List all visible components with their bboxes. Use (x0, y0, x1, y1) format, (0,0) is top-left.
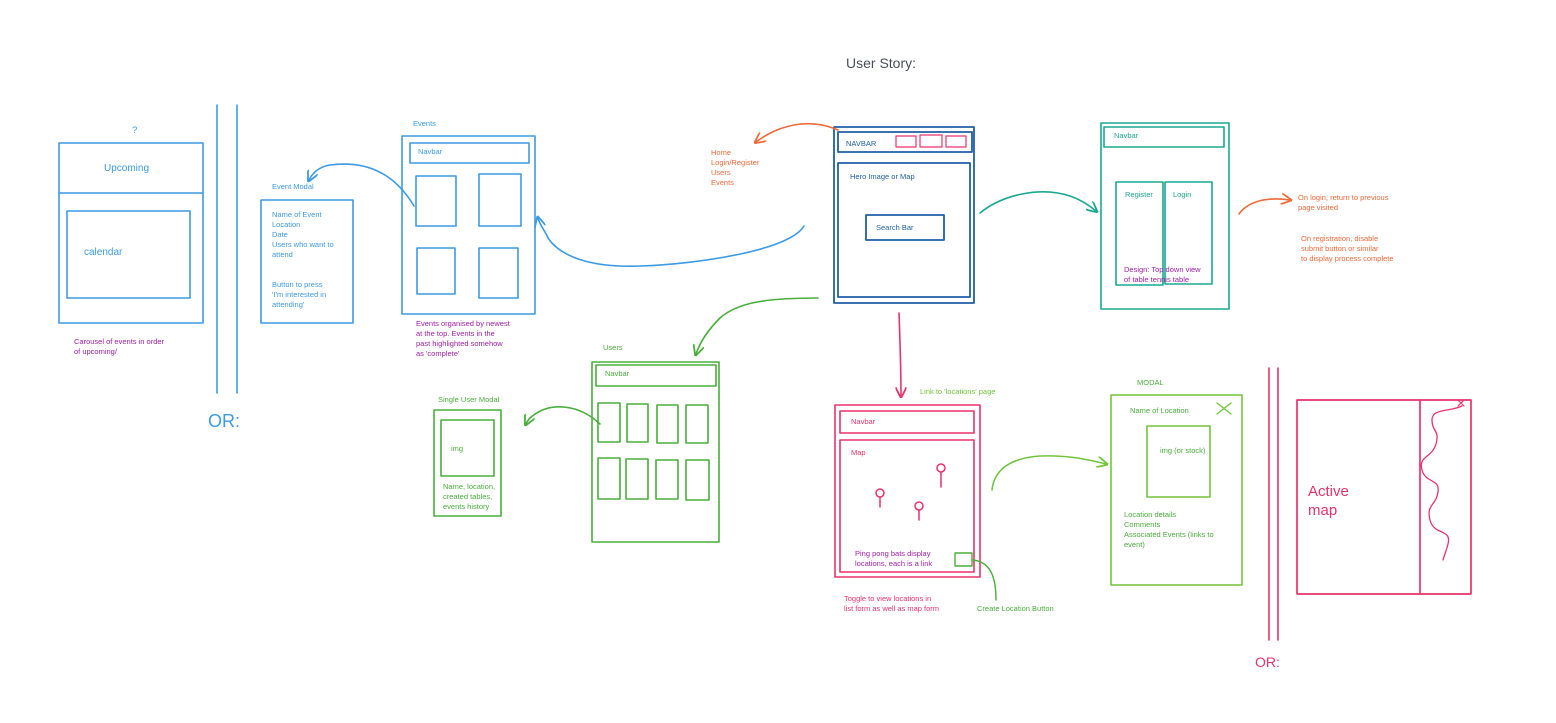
home-hero-label: Hero Image or Map (850, 172, 915, 181)
users-page-wireframe (591, 361, 720, 543)
location-modal-img: img (or stock) (1160, 446, 1206, 455)
location-modal-box (1110, 394, 1243, 586)
home-navbar-label: NAVBAR (846, 139, 877, 148)
auth-register-label: Register (1125, 190, 1153, 199)
event-modal-interest-button: Button to press 'I'm interested in atten… (272, 280, 327, 309)
arrow-home-to-events (538, 218, 805, 268)
arrow-events-to-modal (309, 163, 415, 207)
create-location-button-box (954, 552, 973, 567)
arrow-locations-to-modal (991, 455, 1106, 491)
active-map-label: Active map (1308, 483, 1349, 519)
arrow-home-to-auth (979, 191, 1096, 214)
carousel-question: ? (132, 125, 138, 136)
event-modal-box (260, 199, 354, 324)
carousel-upcoming-label: Upcoming (104, 163, 150, 174)
or-label-right: OR: (1255, 654, 1280, 670)
location-modal-label: MODAL (1137, 378, 1164, 387)
events-navbar-label: Navbar (418, 147, 443, 156)
navbar-link-boxes (895, 134, 967, 148)
arrow-home-to-users (696, 297, 819, 354)
location-modal-details: Location details Comments Associated Eve… (1124, 510, 1214, 549)
arrow-home-to-locations (899, 312, 901, 396)
users-page-label: Users (603, 343, 623, 352)
single-user-details: Name, location, created tables, events h… (443, 482, 496, 511)
carousel-calendar-label: calendar (84, 247, 123, 258)
active-map-wireframe (1296, 399, 1472, 595)
page-title: User Story: (846, 55, 917, 71)
single-user-img: img (451, 444, 464, 453)
or-divider-right (1268, 367, 1279, 641)
connector-create-location (972, 559, 997, 601)
login-note: On login, return to previous page visite… (1298, 193, 1389, 212)
carousel-note: Carousel of events in order of upcoming/ (74, 337, 165, 356)
arrow-navbar-to-links (756, 123, 839, 142)
scribble-icon (1420, 405, 1463, 561)
users-navbar-label: Navbar (605, 369, 630, 378)
arrow-login-return (1238, 199, 1290, 215)
auth-login-label: Login (1173, 190, 1192, 199)
locations-page-wireframe (834, 404, 981, 578)
event-modal-label: Event Modal (272, 182, 314, 191)
location-modal-name: Name of Location (1130, 406, 1189, 415)
events-page-wireframe (401, 135, 536, 315)
arrow-users-to-single-user (526, 406, 601, 424)
register-note: On registration, disable submit button o… (1301, 234, 1394, 263)
ping-pong-bats-note: Ping pong bats display locations, each i… (855, 549, 933, 568)
toggle-view-note: Toggle to view locations in list form as… (844, 594, 940, 613)
or-divider-left (216, 104, 238, 394)
locations-navbar-label: Navbar (851, 417, 876, 426)
scribble-x-icon (1457, 399, 1465, 407)
create-location-note: Create Location Button (977, 604, 1054, 613)
auth-design-note: Design: Top down view of table tennis ta… (1124, 265, 1201, 284)
locations-link-note: Link to 'locations' page (920, 387, 996, 396)
carousel-wireframe (58, 142, 204, 324)
events-note: Events organised by newest at the top. E… (416, 319, 510, 358)
event-modal-fields: Name of Event Location Date Users who wa… (272, 210, 334, 259)
or-label-left: OR: (208, 411, 241, 431)
auth-navbar-label: Navbar (1114, 131, 1139, 140)
home-search-bar: Search Bar (876, 223, 914, 232)
single-user-modal-box (433, 409, 502, 517)
events-page-label: Events (413, 119, 436, 128)
home-nav-links: Home Login/Register Users Events (711, 148, 760, 187)
close-icon (1216, 402, 1232, 415)
auth-page-wireframe (1100, 122, 1230, 310)
single-user-modal-label: Single User Modal (438, 395, 500, 404)
home-page-wireframe (833, 126, 975, 304)
ping-pong-bat-icon (875, 463, 946, 521)
locations-map-label: Map (851, 448, 866, 457)
